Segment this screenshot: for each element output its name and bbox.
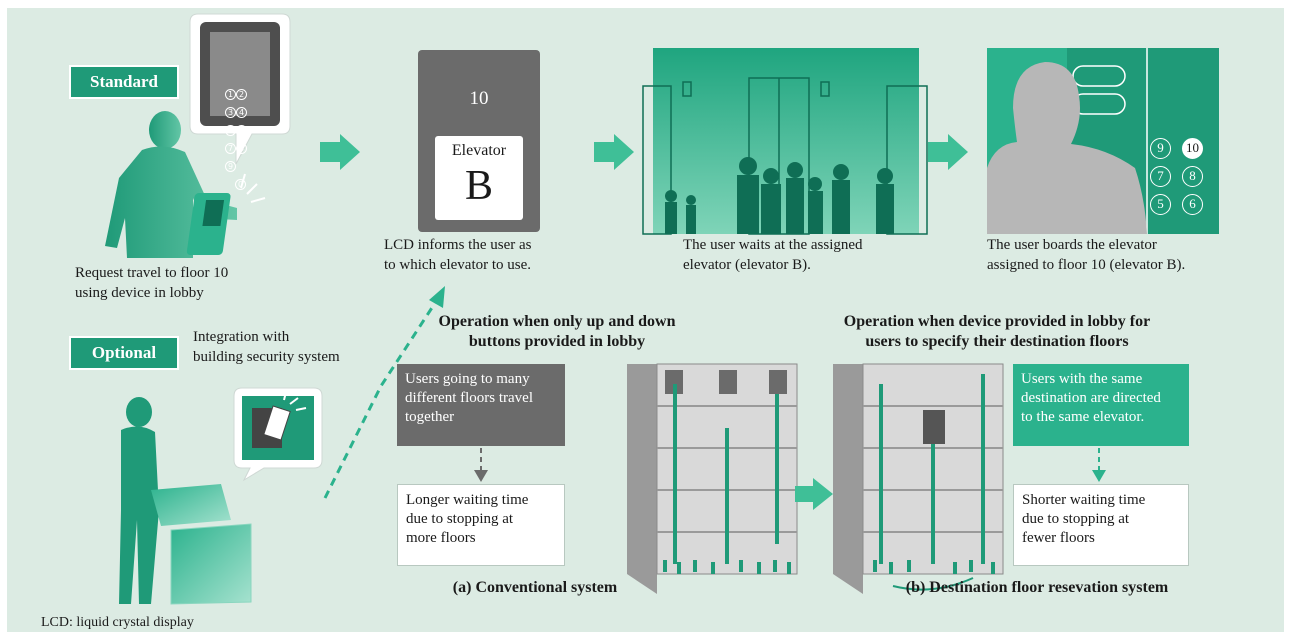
optional-note-line1: Integration with [193, 329, 290, 345]
lcd-elevator-label: Elevator [451, 142, 507, 159]
lcd-caption-line2: to which elevator to use. [384, 257, 532, 273]
floor-button-9: 9 [1150, 138, 1171, 159]
conventional-heading-line1: Operation when only up and down [438, 313, 676, 330]
destination-result-line1: Shorter waiting time [1022, 492, 1146, 508]
destination-benefit-box: Users with the same destination are dire… [1013, 364, 1189, 446]
keypad-digit: 1 [225, 89, 236, 100]
keypad-digit: 2 [236, 89, 247, 100]
security-gate-illustration [119, 397, 252, 605]
conventional-result-line2: due to stopping at [406, 511, 514, 527]
standard-tag: Standard [69, 65, 179, 99]
standard-caption-line1: Request travel to floor 10 [75, 265, 229, 281]
floor-button-10: 10 [1182, 138, 1203, 159]
standard-caption-line2: using device in lobby [75, 285, 204, 301]
lcd-panel: 10 Elevator B [418, 50, 540, 232]
conventional-result-line1: Longer waiting time [406, 492, 529, 508]
conventional-problem-line1: Users going to many [405, 371, 530, 387]
elevator-lobby-scene [642, 48, 928, 235]
keypad-digit: 5 [225, 125, 236, 136]
conventional-result-line3: more floors [406, 530, 476, 546]
lcd-elevator-letter: B [464, 163, 493, 209]
dashed-down-arrow [1092, 448, 1106, 482]
arrow-right-icon [928, 134, 968, 170]
conventional-result-box: Longer waiting time due to stopping at m… [397, 484, 565, 566]
destination-building-illustration [833, 363, 1004, 594]
floor-button-7: 7 [1150, 166, 1171, 187]
keypad-digit: 4 [236, 107, 247, 118]
footnote: LCD: liquid crystal display [41, 615, 194, 630]
conventional-label: (a) Conventional system [452, 579, 618, 596]
destination-label: (b) Destination floor resevation system [905, 579, 1169, 596]
card-reader-callout [233, 387, 323, 482]
arrow-right-icon [320, 134, 360, 170]
floor-button-5: 5 [1150, 194, 1171, 215]
dashed-down-arrow [474, 448, 488, 482]
conventional-problem-box: Users going to many different floors tra… [397, 364, 565, 446]
keypad-digit: 9 [225, 161, 236, 172]
conventional-problem-line2: different floors travel [405, 390, 534, 406]
destination-benefit-line1: Users with the same [1021, 371, 1143, 387]
optional-tag: Optional [69, 336, 179, 370]
destination-result-line3: fewer floors [1022, 530, 1095, 546]
destination-result-line2: due to stopping at [1022, 511, 1130, 527]
destination-benefit-line3: to the same elevator. [1021, 409, 1145, 425]
keypad-digit: 3 [225, 107, 236, 118]
board-caption-line2: assigned to floor 10 (elevator B). [987, 257, 1186, 273]
conventional-problem-line3: together [405, 409, 455, 425]
destination-result-box: Shorter waiting time due to stopping at … [1013, 484, 1189, 566]
wait-caption-line1: The user waits at the assigned [683, 237, 863, 253]
floor-button-8: 8 [1182, 166, 1203, 187]
keypad-digit: 8 [236, 143, 247, 154]
lcd-floor-number: 10 [469, 88, 489, 109]
floor-button-6: 6 [1182, 194, 1203, 215]
conventional-building-illustration [627, 363, 798, 594]
arrow-right-icon [795, 478, 833, 510]
keypad-digit: 7 [225, 143, 236, 154]
keypad-digit: 6 [236, 125, 247, 136]
lcd-caption-line1: LCD informs the user as [384, 237, 532, 253]
destination-benefit-line2: destination are directed [1021, 390, 1161, 406]
conventional-heading-line2: buttons provided in lobby [468, 333, 646, 350]
wait-caption-line2: elevator (elevator B). [683, 257, 811, 273]
keypad-digit: 0 [235, 179, 246, 190]
destination-heading-line2: users to specify their destination floor… [865, 333, 1129, 350]
dashed-arrow [323, 286, 445, 499]
arrow-right-icon [594, 134, 634, 170]
optional-note-line2: building security system [193, 349, 340, 365]
person-at-kiosk-illustration [105, 111, 266, 258]
boarding-scene [987, 48, 1219, 234]
board-caption-line1: The user boards the elevator [987, 237, 1157, 253]
destination-heading-line1: Operation when device provided in lobby … [843, 313, 1151, 330]
lcd-elevator-card: Elevator B [435, 136, 523, 220]
